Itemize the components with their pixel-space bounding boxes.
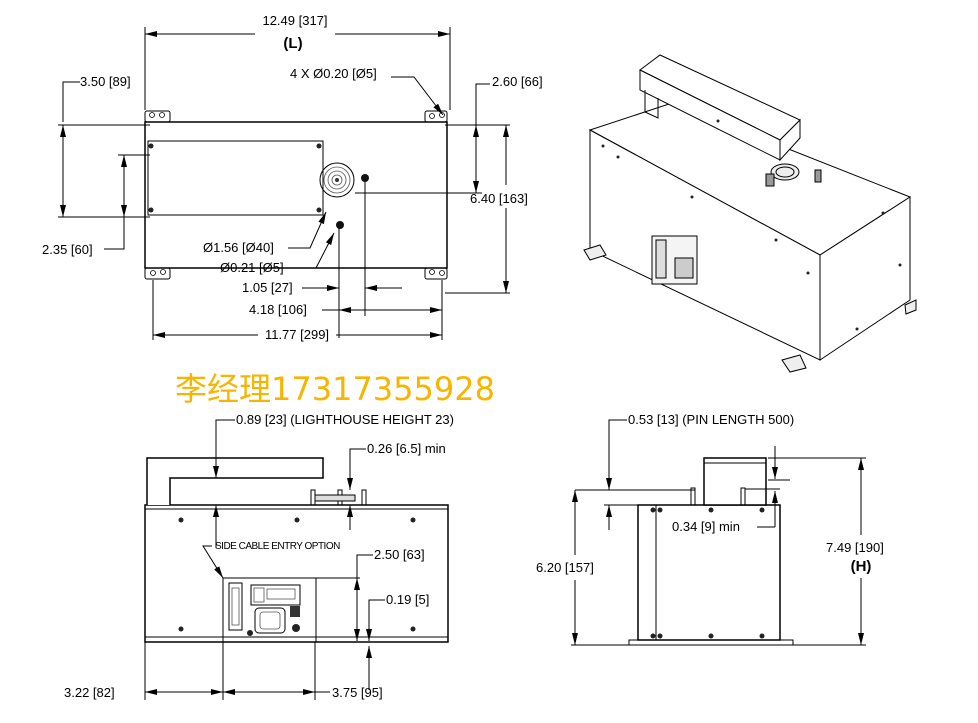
hole-diameter: Ø0.21 [Ø5]	[220, 260, 284, 275]
fan-icon	[319, 162, 355, 198]
dim-0-34: 0.34 [9] min	[672, 519, 740, 534]
front-view: 0.89 [23] (LIGHTHOUSE HEIGHT 23) 0.26 [6…	[64, 412, 454, 700]
side-lighthouse	[703, 457, 767, 506]
dim-1-05: 1.05 [27]	[242, 280, 293, 295]
lighthouse-panel	[147, 140, 324, 216]
db9-connector	[250, 584, 301, 606]
power-inlet	[254, 607, 286, 634]
top-view: 12.49 [317] (L) 4 X Ø0.20 [Ø5] 3.50 [89]…	[42, 13, 543, 342]
dim-0-19: 0.19 [5]	[386, 592, 429, 607]
isometric-view	[583, 54, 917, 373]
fan-diameter: Ø1.56 [Ø40]	[203, 240, 274, 255]
iso-side-face	[819, 196, 911, 361]
watermark: 李经理17317355928	[175, 370, 495, 408]
front-body-outline	[144, 504, 449, 643]
rj45-icon	[253, 587, 265, 603]
mount-tab	[144, 110, 171, 123]
side-cable-entry-label: SIDE CABLE ENTRY OPTION	[215, 541, 340, 552]
dim-6-40: 6.40 [163]	[470, 191, 528, 206]
height-dimension: 7.49 [190]	[826, 540, 884, 555]
dim-11-77: 11.77 [299]	[265, 327, 329, 342]
dim-2-50: 2.50 [63]	[374, 547, 425, 562]
cable-entry-panel	[222, 577, 317, 643]
mount-tab	[144, 267, 171, 280]
mount-tab	[424, 267, 448, 280]
length-symbol: (L)	[283, 35, 302, 52]
db25-connector	[228, 582, 243, 631]
length-dimension: 12.49 [317]	[262, 13, 327, 28]
dim-3-75: 3.75 [95]	[332, 685, 383, 700]
side-body-outline	[637, 504, 781, 641]
dim-4-18: 4.18 [106]	[249, 302, 307, 317]
dim-3-22: 3.22 [82]	[64, 685, 115, 700]
dim-lighthouse: 0.89 [23] (LIGHTHOUSE HEIGHT 23)	[236, 412, 454, 427]
dim-2-60: 2.60 [66]	[492, 74, 543, 89]
dim-pin-length: 0.53 [13] (PIN LENGTH 500)	[628, 412, 794, 427]
lighthouse-outline	[146, 457, 324, 505]
dim-0-26: 0.26 [6.5] min	[367, 441, 446, 456]
dim-2-35: 2.35 [60]	[42, 242, 93, 257]
hole	[336, 221, 344, 229]
hole	[361, 174, 369, 182]
dim-3-50: 3.50 [89]	[80, 74, 131, 89]
top-body-outline	[144, 121, 448, 269]
holes-callout: 4 X Ø0.20 [Ø5]	[290, 66, 377, 81]
side-base	[628, 639, 794, 646]
side-view: 0.53 [13] (PIN LENGTH 500) 0.34 [9] min …	[536, 412, 884, 646]
dim-6-20: 6.20 [157]	[536, 560, 594, 575]
height-symbol: (H)	[851, 558, 872, 575]
